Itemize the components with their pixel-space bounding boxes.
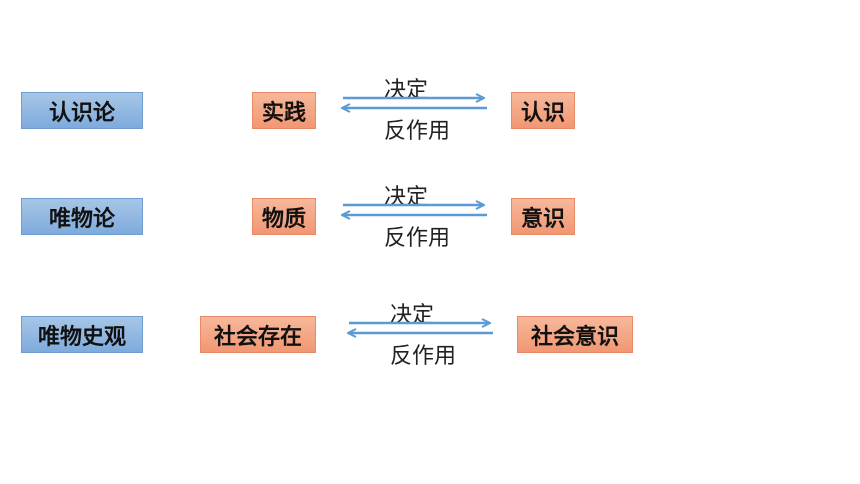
- forward-relation-label: 决定: [384, 78, 429, 103]
- concept-label: 认识: [520, 100, 565, 126]
- concept-label: 物质: [261, 206, 306, 232]
- concept-label: 意识: [520, 206, 565, 232]
- concept-label: 社会意识: [530, 324, 619, 350]
- backward-relation-label: 反作用: [384, 119, 451, 144]
- concept-box-social-existence: 社会存在: [200, 316, 316, 353]
- category-label: 唯物论: [48, 206, 115, 232]
- forward-relation-label: 决定: [390, 303, 435, 328]
- concept-box-consciousness: 意识: [511, 198, 575, 235]
- concept-box-social-consciousness: 社会意识: [517, 316, 633, 353]
- concept-box-practice: 实践: [252, 92, 316, 129]
- backward-relation-label: 反作用: [390, 344, 457, 369]
- backward-relation-label: 反作用: [384, 226, 451, 251]
- category-box-epistemology: 认识论: [21, 92, 143, 129]
- forward-relation-label: 决定: [384, 185, 429, 210]
- concept-box-cognition: 认识: [511, 92, 575, 129]
- category-label: 唯物史观: [37, 324, 126, 350]
- category-label: 认识论: [48, 100, 115, 126]
- concept-label: 社会存在: [213, 324, 302, 350]
- category-box-historical-materialism: 唯物史观: [21, 316, 143, 353]
- concept-label: 实践: [261, 100, 306, 126]
- concept-box-matter: 物质: [252, 198, 316, 235]
- category-box-materialism: 唯物论: [21, 198, 143, 235]
